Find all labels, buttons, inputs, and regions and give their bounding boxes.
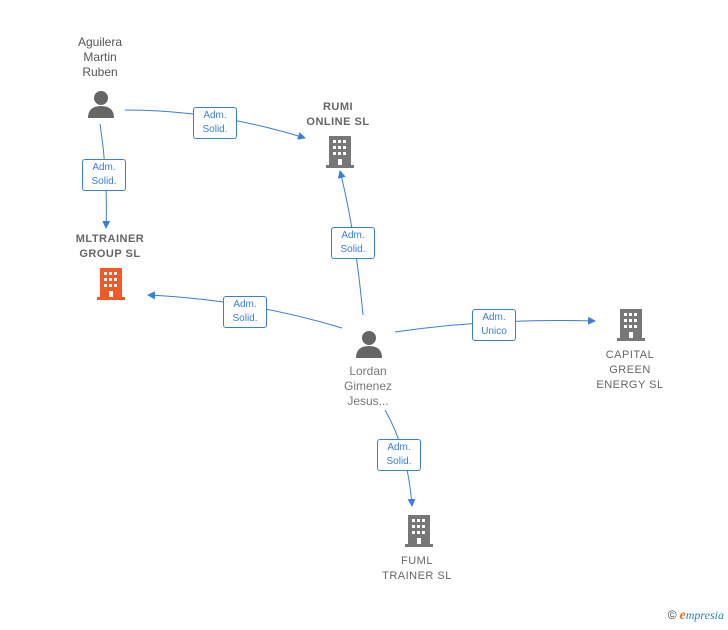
- brand-watermark: ©empresia: [668, 608, 724, 624]
- building-icon[interactable]: [617, 309, 645, 341]
- building-icon[interactable]: [326, 136, 354, 168]
- node-label-aguilera[interactable]: Aguilera Martin Ruben: [77, 35, 123, 79]
- edge-label-aguilera-mltrainer: Adm. Solid.: [82, 159, 126, 191]
- building-icon-highlight[interactable]: [97, 268, 125, 300]
- edge-label-aguilera-rumi: Adm. Solid.: [193, 107, 237, 139]
- building-icon[interactable]: [405, 515, 433, 547]
- edge-label-lordan-fuml: Adm. Solid.: [377, 439, 421, 471]
- edge-label-lordan-mltrainer: Adm. Solid.: [223, 296, 267, 328]
- node-label-capital[interactable]: CAPITAL GREEN ENERGY SL: [596, 349, 664, 391]
- node-label-rumi[interactable]: RUMI ONLINE SL: [306, 101, 370, 128]
- person-icon[interactable]: [356, 331, 382, 358]
- copyright-symbol: ©: [667, 608, 677, 622]
- brand-name: mpresia: [685, 608, 724, 622]
- edge-label-lordan-capital: Adm. Unico: [472, 309, 516, 341]
- node-label-lordan[interactable]: Lordan Gimenez Jesus...: [343, 364, 393, 408]
- edge-label-lordan-rumi: Adm. Solid.: [331, 227, 375, 259]
- person-icon[interactable]: [88, 91, 114, 118]
- brand-initial: e: [679, 608, 686, 623]
- node-label-mltrainer[interactable]: MLTRAINER GROUP SL: [75, 233, 145, 260]
- node-label-fuml[interactable]: FUML TRAINER SL: [382, 555, 452, 582]
